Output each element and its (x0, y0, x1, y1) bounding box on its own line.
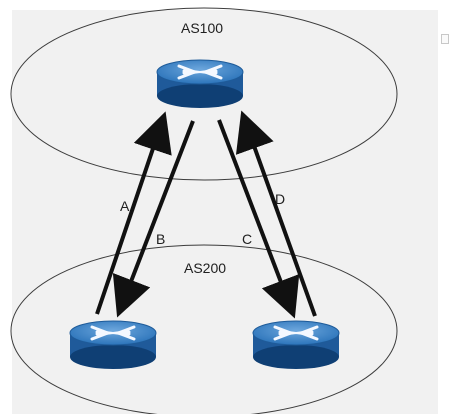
as200-ellipse (10, 244, 398, 414)
arrow-d-label: D (275, 191, 285, 207)
arrow-b (112, 120, 195, 318)
arrow-a-label: A (120, 198, 130, 214)
arrow-d (235, 110, 317, 317)
router-icon (252, 320, 340, 369)
as100-ellipse (10, 7, 398, 181)
scroll-indicator (441, 34, 449, 44)
arrow-a (95, 111, 172, 315)
as100-label: AS100 (181, 20, 223, 36)
arrow-c-label: C (242, 231, 252, 247)
as200-label: AS200 (184, 260, 226, 276)
arrow-c (217, 119, 300, 319)
router-icon (69, 320, 157, 369)
arrow-b-label: B (156, 231, 165, 247)
router-icon (156, 59, 244, 108)
